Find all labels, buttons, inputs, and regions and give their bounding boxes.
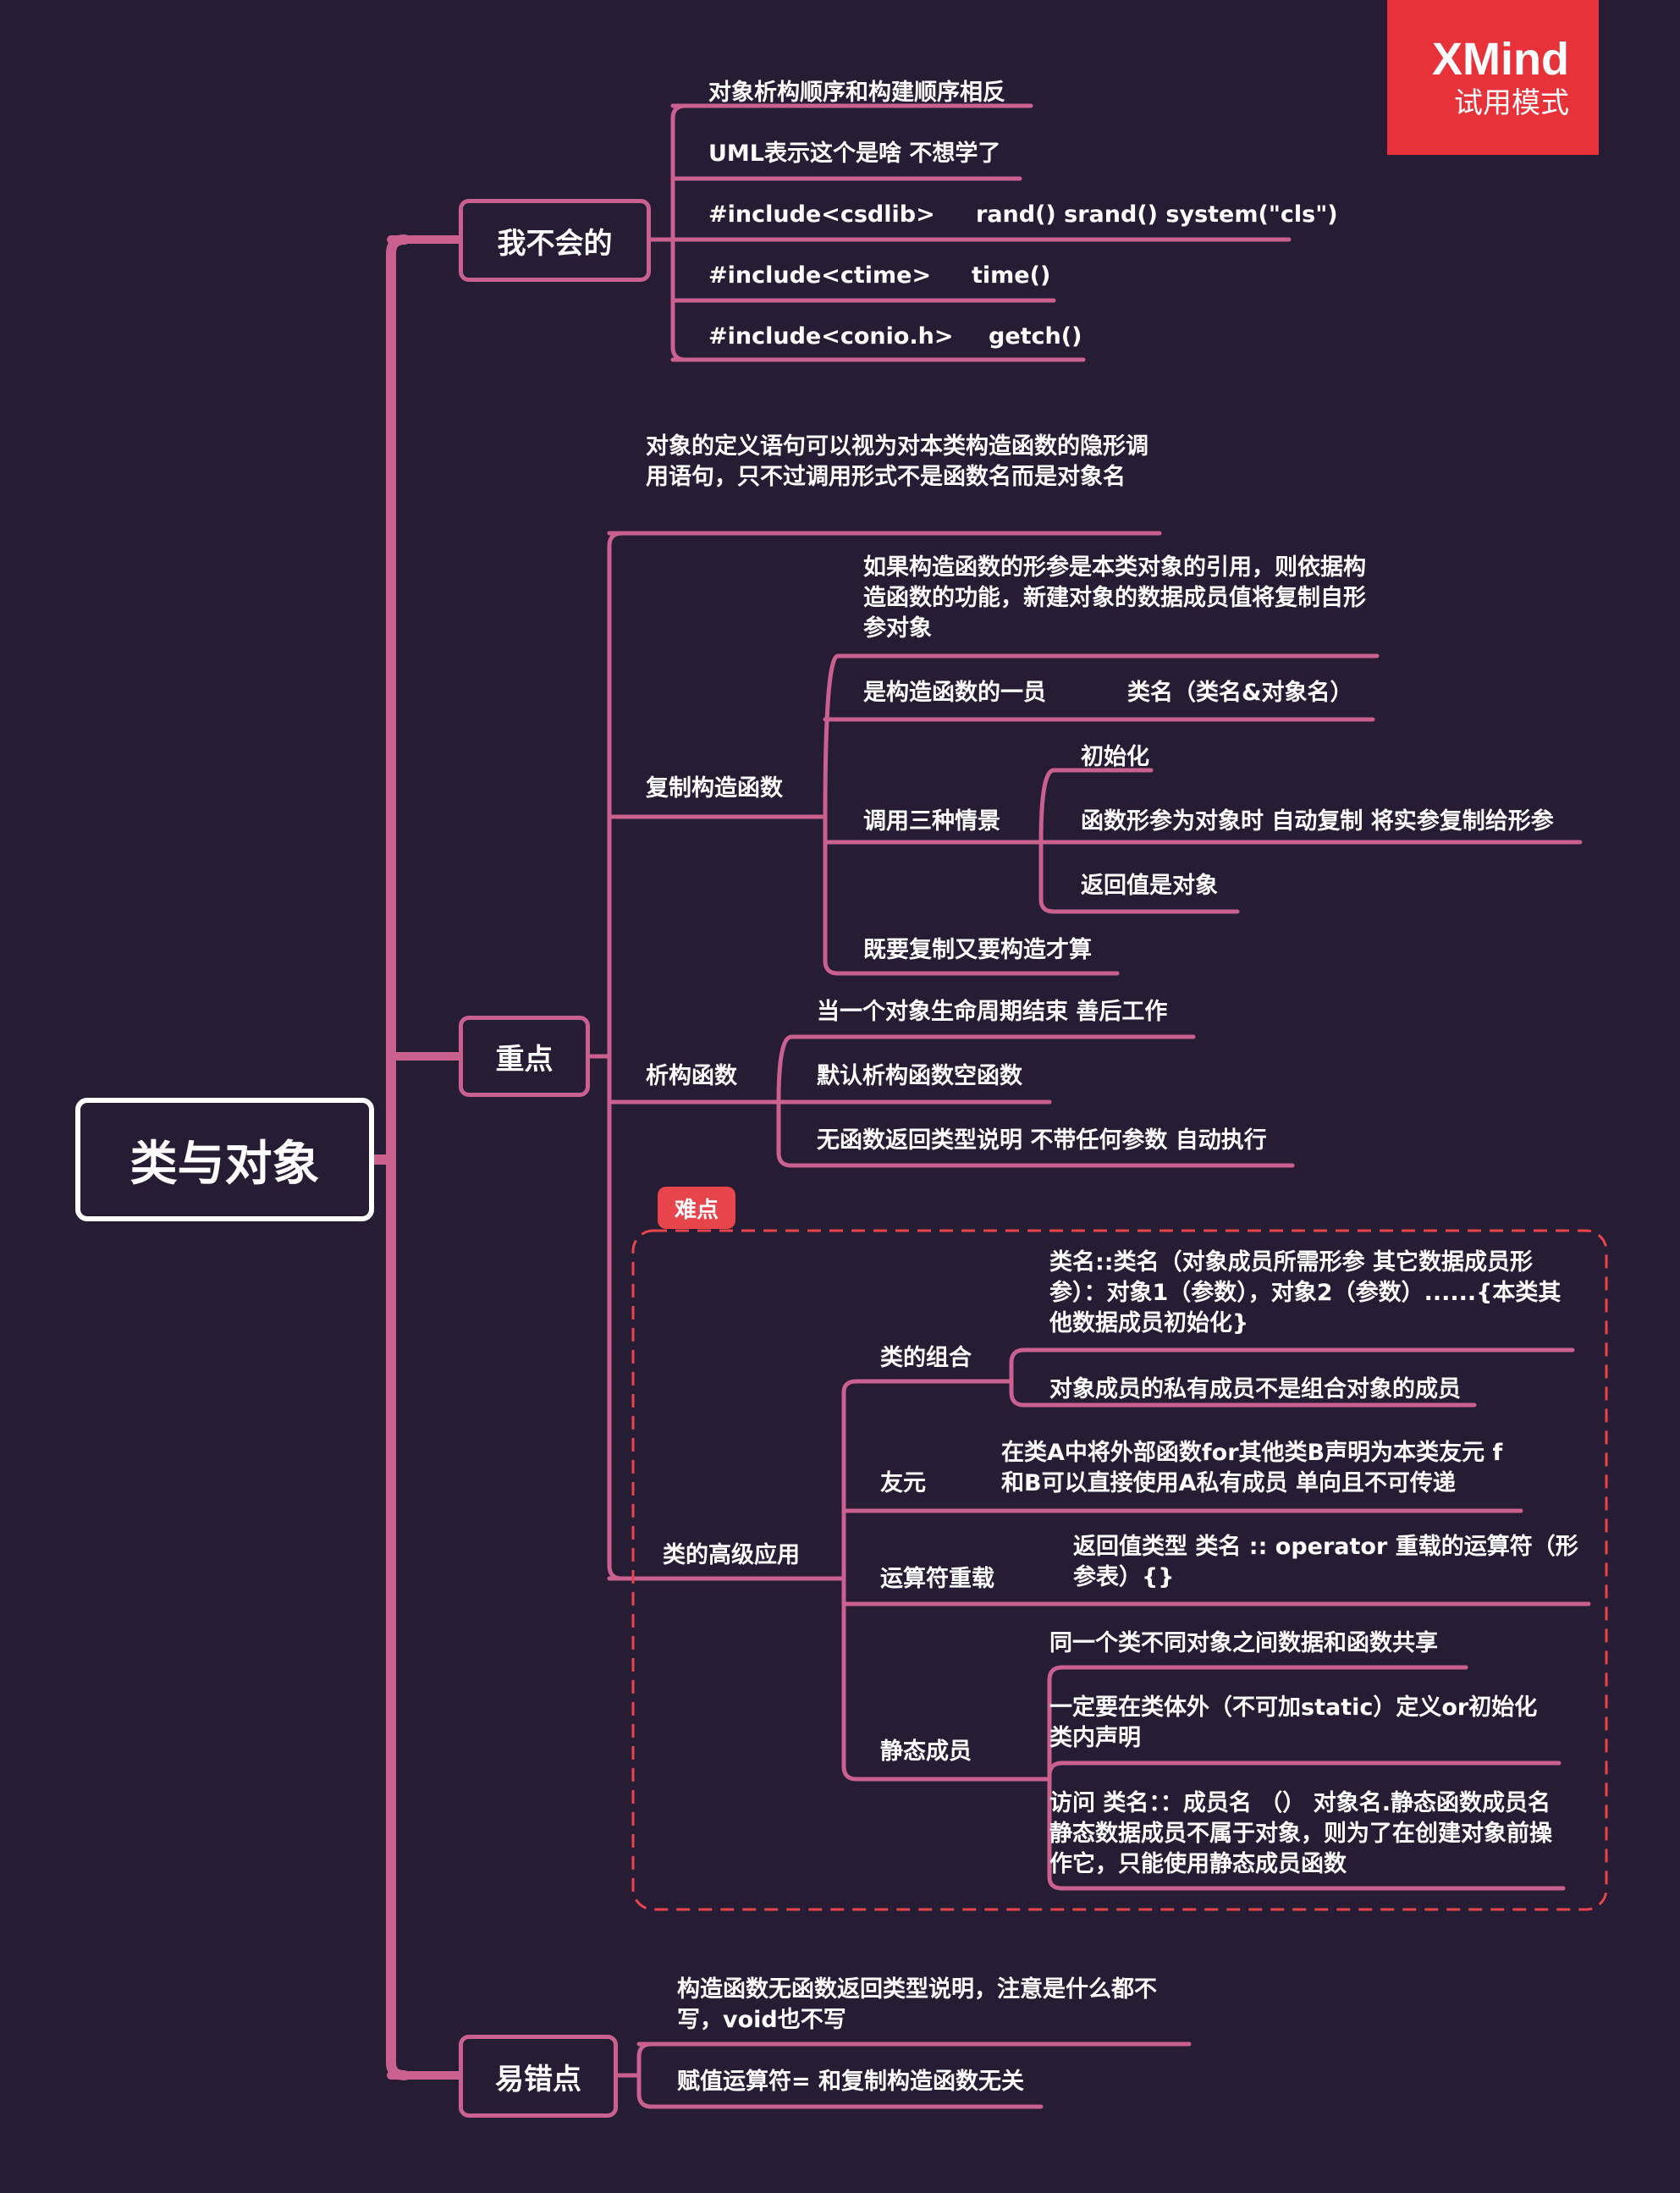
topic-copy-constructor[interactable]: 复制构造函数 <box>646 775 783 802</box>
topic-ctime-functions: time() <box>972 262 1051 289</box>
topic-composition[interactable]: 类的组合 <box>880 1345 972 1371</box>
topic-scenario-init[interactable]: 初始化 <box>1081 744 1149 770</box>
topic-include-conio[interactable]: #include<conio.h> <box>708 323 954 350</box>
topic-three-scenarios[interactable]: 调用三种情景 <box>863 808 1000 835</box>
topic-include-ctime[interactable]: #include<ctime> <box>708 262 932 289</box>
topic-copy-and-construct[interactable]: 既要复制又要构造才算 <box>863 937 1092 963</box>
xmind-watermark: XMind 试用模式 <box>1387 0 1599 155</box>
xmind-logo: XMind <box>1432 33 1569 85</box>
topic-scenario-return[interactable]: 返回值是对象 <box>1081 873 1218 899</box>
trial-mode-label: 试用模式 <box>1454 85 1569 120</box>
topic-copy-ctor-signature: 类名（类名&对象名） <box>1127 680 1353 706</box>
topic-static-shared[interactable]: 同一个类不同对象之间数据和函数共享 <box>1049 1630 1438 1656</box>
topic-static-access[interactable]: 访问 类名：：成员名 （） 对象名.静态函数成员名 静态数据成员不属于对象，则为… <box>1049 1790 1552 1877</box>
topic-static-define-outside[interactable]: 一定要在类体外（不可加static）定义or初始化 类内声明 <box>1049 1694 1538 1751</box>
topic-dtor-no-return[interactable]: 无函数返回类型说明 不带任何参数 自动执行 <box>817 1127 1267 1154</box>
branch-key-points[interactable]: 重点 <box>459 1016 590 1097</box>
topic-uml[interactable]: UML表示这个是啥 不想学了 <box>708 141 1001 167</box>
branch-not-learned[interactable]: 我不会的 <box>459 199 651 282</box>
topic-csdlib-functions: rand() srand() system("cls") <box>976 201 1338 228</box>
topic-conio-functions: getch() <box>989 323 1082 350</box>
topic-friend-desc[interactable]: 在类A中将外部函数for其他类B声明为本类友元 f和B可以直接使用A私有成员 单… <box>1001 1440 1503 1496</box>
topic-advanced-usage[interactable]: 类的高级应用 <box>663 1542 800 1568</box>
topic-destruct-order[interactable]: 对象析构顺序和构建顺序相反 <box>708 80 1005 106</box>
topic-composition-private[interactable]: 对象成员的私有成员不是组合对象的成员 <box>1049 1376 1461 1402</box>
topic-composition-syntax[interactable]: 类名::类名（对象成员所需形参 其它数据成员形参）：对象1（参数），对象2（参数… <box>1049 1249 1562 1336</box>
topic-copy-ctor-definition[interactable]: 如果构造函数的形参是本类对象的引用，则依据构造函数的功能，新建对象的数据成员值将… <box>863 554 1366 642</box>
topic-ctor-no-return[interactable]: 构造函数无函数返回类型说明，注意是什么都不写，void也不写 <box>677 1976 1157 2033</box>
topic-include-csdlib[interactable]: #include<csdlib> <box>708 201 935 228</box>
difficult-tag: 难点 <box>658 1187 735 1229</box>
branch-pitfalls[interactable]: 易错点 <box>459 2035 618 2118</box>
topic-assignment-vs-copy[interactable]: 赋值运算符= 和复制构造函数无关 <box>677 2069 1025 2095</box>
topic-scenario-param[interactable]: 函数形参为对象时 自动复制 将实参复制给形参 <box>1081 808 1554 835</box>
root-topic[interactable]: 类与对象 <box>75 1098 374 1221</box>
topic-implicit-ctor-call[interactable]: 对象的定义语句可以视为对本类构造函数的隐形调用语句，只不过调用形式不是函数名而是… <box>646 433 1148 490</box>
topic-dtor-default[interactable]: 默认析构函数空函数 <box>817 1063 1022 1089</box>
topic-operator-overload[interactable]: 运算符重载 <box>880 1566 994 1592</box>
topic-destructor[interactable]: 析构函数 <box>646 1063 737 1089</box>
topic-operator-syntax[interactable]: 返回值类型 类名 :: operator 重载的运算符（形参表）{} <box>1073 1534 1578 1590</box>
topic-member-of-ctor[interactable]: 是构造函数的一员 <box>863 680 1046 706</box>
topic-static-members[interactable]: 静态成员 <box>880 1738 972 1765</box>
topic-friend[interactable]: 友元 <box>880 1470 926 1496</box>
topic-dtor-lifecycle[interactable]: 当一个对象生命周期结束 善后工作 <box>817 999 1168 1025</box>
